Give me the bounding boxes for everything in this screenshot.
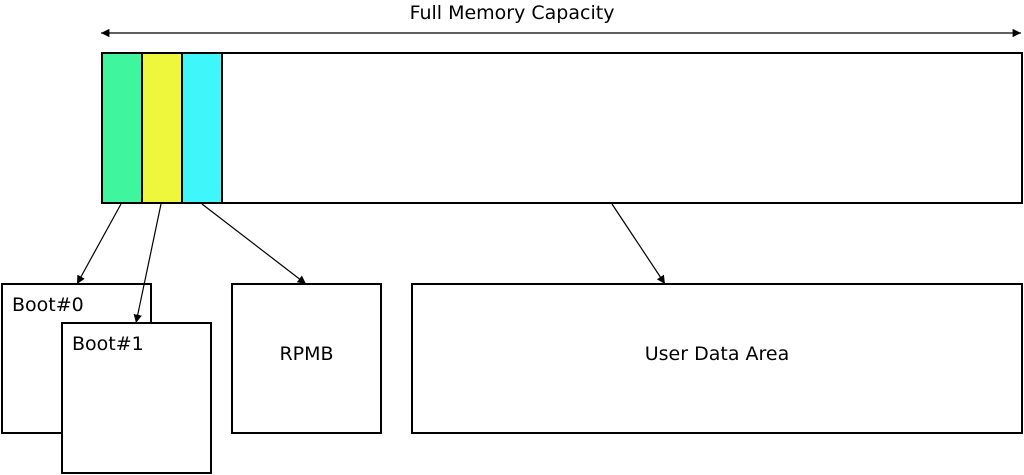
user-data-area-label: User Data Area <box>644 343 790 365</box>
rpmb-arrow <box>201 203 307 285</box>
rpmb-segment <box>183 54 223 202</box>
user-data-area-box: User Data Area <box>411 283 1023 434</box>
diagram-title: Full Memory Capacity <box>409 2 615 24</box>
boot1-segment <box>143 54 183 202</box>
user-data-arrow <box>611 203 666 285</box>
rpmb-label: RPMB <box>279 343 334 365</box>
boot1-label: Boot#1 <box>72 333 144 355</box>
boot1-partition-box: Boot#1 <box>61 322 212 474</box>
boot0-segment <box>103 54 143 202</box>
boot0-arrow <box>76 203 122 285</box>
boot0-label: Boot#0 <box>12 294 84 316</box>
full-memory-bar <box>101 52 1023 204</box>
rpmb-partition-box: RPMB <box>231 283 382 434</box>
